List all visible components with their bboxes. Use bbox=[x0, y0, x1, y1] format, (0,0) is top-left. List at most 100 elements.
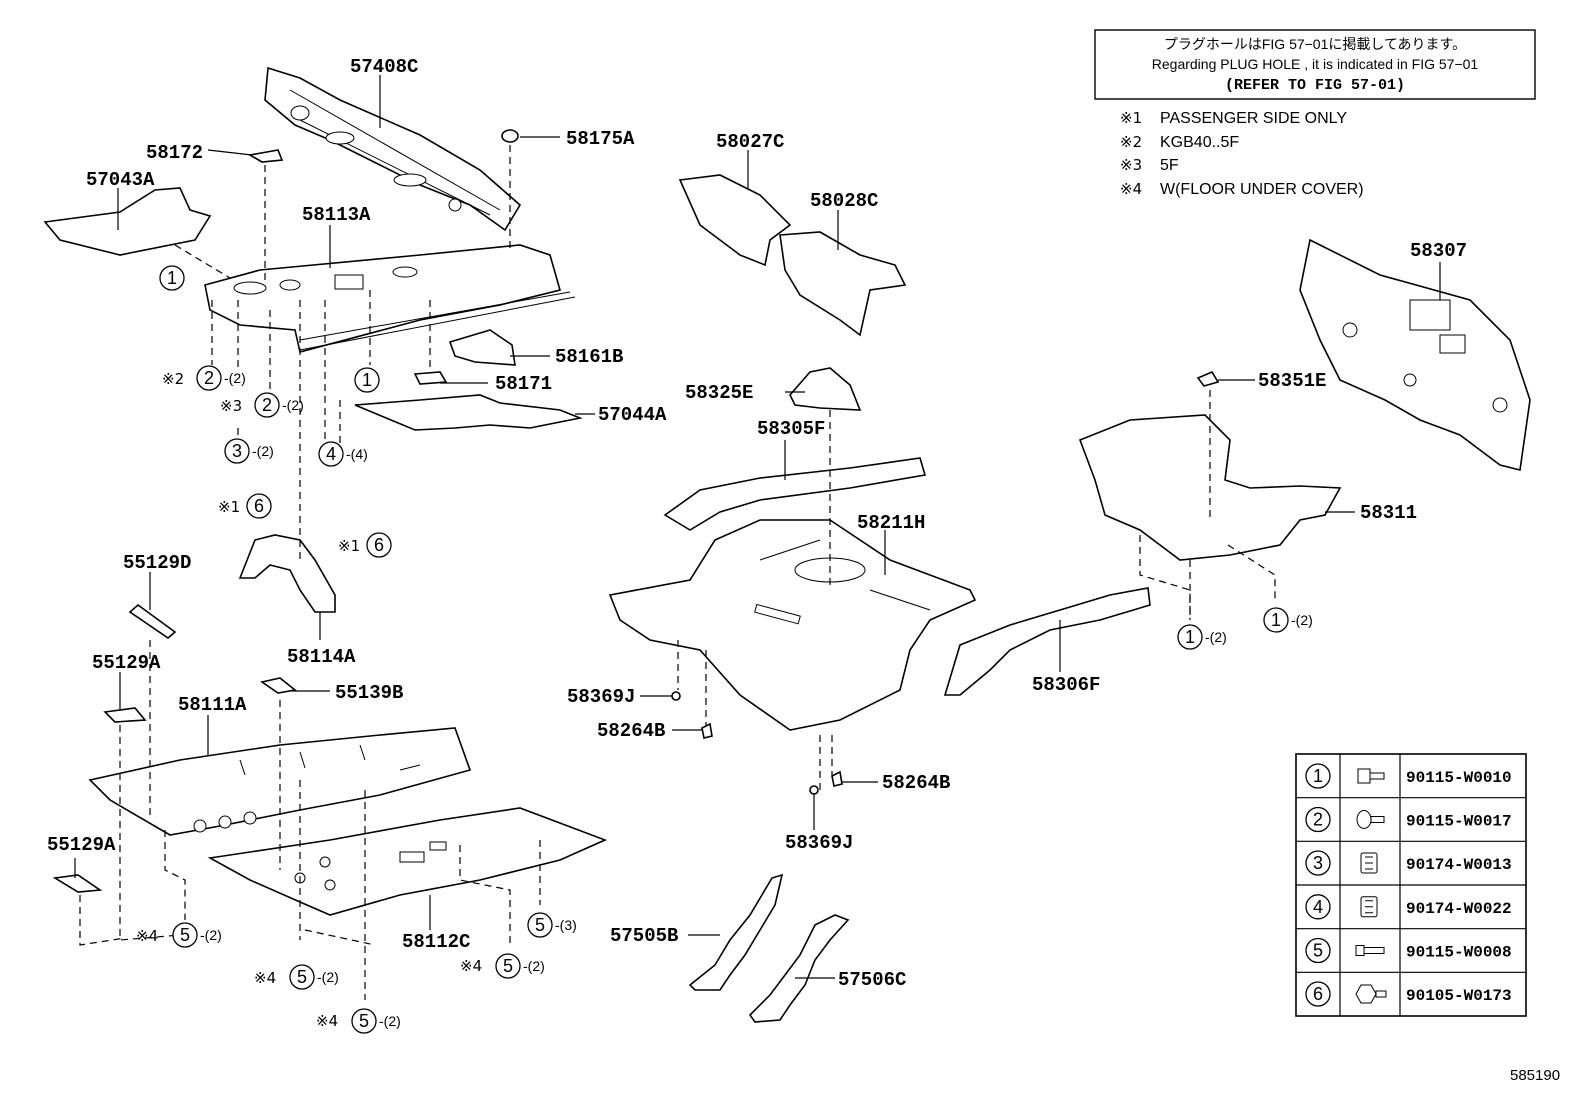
table-row-part: 90105-W0173 bbox=[1406, 987, 1512, 1005]
label-58264B: 58264B bbox=[597, 720, 665, 742]
part-58171-drawing bbox=[413, 371, 448, 385]
alignment-lines bbox=[79, 145, 1276, 1000]
label-58114A: 58114A bbox=[287, 646, 356, 668]
screw-icon bbox=[1355, 945, 1385, 956]
label-58028C: 58028C bbox=[810, 190, 878, 212]
table-row: 2 90115-W0017 bbox=[1305, 806, 1512, 833]
round-head-screw-icon bbox=[1356, 810, 1385, 829]
svg-text:-(2): -(2) bbox=[252, 443, 274, 459]
label-58175A: 58175A bbox=[566, 128, 635, 150]
svg-text:-(2): -(2) bbox=[1291, 612, 1313, 628]
callout-3: 3 -(2) bbox=[224, 438, 274, 464]
callout-1: 1 bbox=[159, 265, 185, 291]
note-2-text: KGB40..5F bbox=[1160, 134, 1239, 151]
label-58369J: 58369J bbox=[567, 686, 635, 708]
part-57043A-drawing bbox=[43, 187, 212, 256]
table-row-part: 90174-W0013 bbox=[1406, 856, 1512, 874]
svg-text:-(2): -(2) bbox=[224, 370, 246, 386]
label-57506C: 57506C bbox=[838, 969, 906, 991]
svg-text:※1: ※1 bbox=[218, 498, 240, 516]
label-57505B: 57505B bbox=[610, 925, 678, 947]
svg-text:※4: ※4 bbox=[316, 1012, 338, 1030]
table-row-num: 4 bbox=[1313, 897, 1323, 917]
label-55129D: 55129D bbox=[123, 552, 191, 574]
label-58027C: 58027C bbox=[716, 131, 784, 153]
label-58325E: 58325E bbox=[685, 382, 753, 404]
part-55129D-drawing bbox=[128, 603, 177, 640]
part-55129A-drawing bbox=[103, 707, 147, 723]
note-1-text: PASSENGER SIDE ONLY bbox=[1160, 110, 1347, 127]
notes-list: ※1 PASSENGER SIDE ONLY ※2 KGB40..5F ※3 5… bbox=[1120, 109, 1364, 198]
part-labels: 57408C 58172 58175A 57043A 58113A 58161B… bbox=[47, 56, 1467, 991]
table-row: 3 90174-W0013 bbox=[1305, 850, 1512, 876]
note-3-mark: ※3 bbox=[1120, 156, 1142, 174]
part-58111A-drawing bbox=[88, 727, 472, 836]
svg-text:1: 1 bbox=[362, 370, 372, 390]
svg-text:-(2): -(2) bbox=[317, 969, 339, 985]
callout-5: ※4 5 -(2) bbox=[136, 922, 222, 948]
notice-line-1: プラグホールはFIG 57−01に掲載してあります。 bbox=[1164, 36, 1466, 52]
callout-6: ※1 6 bbox=[218, 493, 272, 519]
svg-text:-(2): -(2) bbox=[523, 958, 545, 974]
clip-nut-icon bbox=[1360, 896, 1378, 918]
callout-5-c: ※4 5 -(2) bbox=[460, 953, 545, 979]
note-2-mark: ※2 bbox=[1120, 133, 1142, 151]
label-58305F: 58305F bbox=[757, 418, 825, 440]
notice-line-3: (REFER TO FIG 57-01) bbox=[1225, 77, 1405, 94]
table-row: 4 90174-W0022 bbox=[1305, 894, 1512, 920]
part-58306F-drawing bbox=[943, 587, 1151, 696]
label-58113A: 58113A bbox=[302, 204, 371, 226]
note-1-mark: ※1 bbox=[1120, 109, 1142, 127]
table-row-num: 3 bbox=[1313, 853, 1323, 873]
part-58113A-drawing bbox=[204, 244, 576, 353]
svg-text:※3: ※3 bbox=[220, 397, 242, 415]
callout-2: ※2 2 -(2) bbox=[162, 365, 246, 391]
label-58172: 58172 bbox=[146, 142, 203, 164]
notice-line-2: Regarding PLUG HOLE , it is indicated in… bbox=[1152, 56, 1479, 72]
label-58111A: 58111A bbox=[178, 694, 247, 716]
callout-2-b: ※3 2 -(2) bbox=[220, 392, 304, 418]
label-58369J-2: 58369J bbox=[785, 832, 853, 854]
svg-text:2: 2 bbox=[204, 368, 214, 388]
svg-text:※4: ※4 bbox=[254, 969, 276, 987]
part-58211H-drawing bbox=[608, 519, 977, 731]
part-58114A-drawing bbox=[238, 534, 336, 613]
label-55139B: 55139B bbox=[335, 682, 403, 704]
table-row: 1 90115-W0010 bbox=[1305, 763, 1512, 789]
svg-text:5: 5 bbox=[535, 915, 545, 935]
svg-text:2: 2 bbox=[262, 395, 272, 415]
table-row-part: 90115-W0008 bbox=[1406, 944, 1512, 962]
svg-text:-(2): -(2) bbox=[1205, 629, 1227, 645]
part-57044A-drawing bbox=[354, 394, 583, 431]
label-58351E: 58351E bbox=[1258, 370, 1326, 392]
label-58211H: 58211H bbox=[857, 512, 925, 534]
table-row: 6 90105-W0173 bbox=[1305, 981, 1512, 1007]
callout-4: 4 -(4) bbox=[318, 441, 368, 467]
svg-text:※1: ※1 bbox=[338, 537, 360, 555]
callout-1-b: 1 bbox=[354, 367, 380, 393]
notice-box: プラグホールはFIG 57−01に掲載してあります。 Regarding PLU… bbox=[1094, 29, 1536, 100]
svg-text:6: 6 bbox=[254, 496, 264, 516]
part-58027C-drawing bbox=[678, 174, 792, 267]
part-55129A-drawing-2 bbox=[52, 874, 103, 893]
leader-lines bbox=[74, 75, 1441, 979]
part-58351E-drawing bbox=[1196, 370, 1220, 387]
part-58305F-drawing bbox=[663, 457, 927, 531]
svg-text:-(2): -(2) bbox=[379, 1013, 401, 1029]
table-row-num: 2 bbox=[1313, 810, 1323, 830]
svg-text:3: 3 bbox=[232, 441, 242, 461]
part-58325E-drawing bbox=[789, 367, 862, 411]
table-row-part: 90115-W0010 bbox=[1406, 769, 1512, 787]
callout-6-b: ※1 6 bbox=[338, 532, 392, 558]
svg-text:6: 6 bbox=[374, 535, 384, 555]
svg-text:1: 1 bbox=[1185, 627, 1195, 647]
svg-text:1: 1 bbox=[167, 268, 177, 288]
hex-flange-bolt-icon bbox=[1355, 984, 1387, 1004]
part-58112C-drawing bbox=[207, 807, 608, 916]
svg-text:※2: ※2 bbox=[162, 370, 184, 388]
callout-5-e: ※4 5 -(2) bbox=[316, 1008, 401, 1034]
label-58307: 58307 bbox=[1410, 240, 1467, 262]
part-58172-drawing bbox=[247, 149, 284, 163]
part-57505B-drawing bbox=[688, 873, 784, 991]
